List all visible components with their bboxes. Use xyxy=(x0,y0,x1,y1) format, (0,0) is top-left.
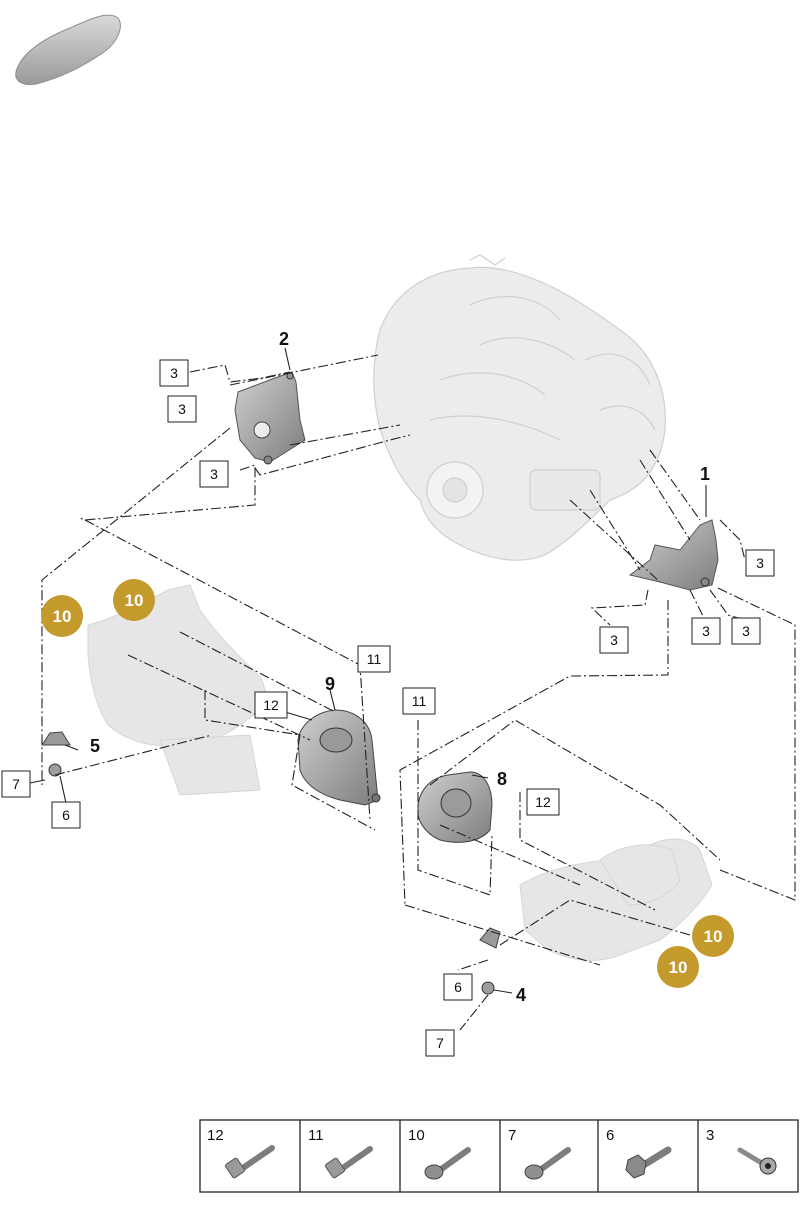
leader-lines xyxy=(29,347,796,1031)
legend-cell-10: 10 xyxy=(408,1127,471,1180)
svg-text:3: 3 xyxy=(706,1127,714,1144)
engine-bracket-left xyxy=(234,371,306,465)
box-3-f: 3 xyxy=(691,617,721,645)
engine-ghost xyxy=(373,254,666,561)
svg-text:3: 3 xyxy=(170,365,178,381)
svg-text:6: 6 xyxy=(62,807,70,823)
box-11-b: 11 xyxy=(402,687,436,715)
svg-text:7: 7 xyxy=(436,1035,444,1051)
sensor-left xyxy=(41,731,71,777)
svg-text:3: 3 xyxy=(742,623,750,639)
svg-text:6: 6 xyxy=(454,979,462,995)
callout-2: 2 xyxy=(279,329,289,349)
box-12-b: 12 xyxy=(526,788,560,816)
svg-text:11: 11 xyxy=(412,693,427,709)
svg-text:12: 12 xyxy=(207,1127,224,1144)
legend-cell-6: 6 xyxy=(606,1127,672,1179)
box-7-b: 7 xyxy=(425,1029,455,1057)
engine-mount-right xyxy=(417,771,493,843)
box-11-a: 11 xyxy=(357,645,391,673)
engine-mount-left xyxy=(297,709,381,806)
circle-10-a: 10 xyxy=(41,595,83,637)
circled-callouts: 10 10 10 10 xyxy=(41,579,734,988)
sensor-right xyxy=(479,927,501,995)
svg-text:10: 10 xyxy=(704,927,723,946)
left-subframe-ghost xyxy=(87,584,269,796)
circle-10-b: 10 xyxy=(113,579,155,621)
box-6-a: 6 xyxy=(51,801,81,829)
callout-1: 1 xyxy=(700,464,710,484)
right-subframe-ghost xyxy=(519,838,713,961)
bolt-hex-icon xyxy=(625,1146,672,1179)
box-3-e: 3 xyxy=(599,626,629,654)
svg-text:10: 10 xyxy=(408,1127,425,1144)
svg-text:11: 11 xyxy=(308,1127,324,1144)
box-3-b: 3 xyxy=(167,395,197,423)
svg-text:3: 3 xyxy=(178,401,186,417)
svg-text:3: 3 xyxy=(610,632,618,648)
legend-cell-3: 3 xyxy=(706,1127,777,1175)
box-6-b: 6 xyxy=(443,973,473,1001)
fastener-legend: 12 11 10 7 xyxy=(199,1119,799,1193)
circle-10-d: 10 xyxy=(657,946,699,988)
callout-5: 5 xyxy=(90,736,100,756)
svg-text:11: 11 xyxy=(367,651,382,667)
box-3-c: 3 xyxy=(199,460,229,488)
svg-text:3: 3 xyxy=(756,555,764,571)
svg-text:12: 12 xyxy=(263,697,279,713)
box-3-a: 3 xyxy=(159,359,189,387)
callout-4: 4 xyxy=(516,985,526,1005)
box-3-d: 3 xyxy=(745,549,775,577)
svg-text:7: 7 xyxy=(12,776,20,792)
legend-cell-12: 12 xyxy=(207,1127,275,1179)
boxed-callouts: 3 3 3 3 3 3 3 11 11 12 12 7 7 6 6 xyxy=(1,359,775,1057)
engine-bracket-right xyxy=(628,519,719,591)
bolt-flange-icon xyxy=(524,1147,571,1180)
bolt-washer-icon xyxy=(737,1147,777,1175)
svg-text:3: 3 xyxy=(210,466,218,482)
svg-text:6: 6 xyxy=(606,1127,614,1144)
callout-8: 8 xyxy=(497,769,507,789)
svg-text:10: 10 xyxy=(669,958,688,977)
box-12-a: 12 xyxy=(254,691,288,719)
bolt-torx-icon xyxy=(324,1146,373,1179)
svg-text:12: 12 xyxy=(535,794,551,810)
box-7-a: 7 xyxy=(1,770,31,798)
bold-callouts: 1 2 4 5 8 9 xyxy=(90,329,710,1005)
svg-text:10: 10 xyxy=(125,591,144,610)
circle-10-c: 10 xyxy=(692,915,734,957)
bolt-long-icon xyxy=(224,1145,275,1179)
svg-text:3: 3 xyxy=(702,623,710,639)
legend-cell-7: 7 xyxy=(508,1127,571,1180)
box-3-g: 3 xyxy=(731,617,761,645)
car-silhouette-icon xyxy=(15,14,121,85)
callout-9: 9 xyxy=(325,674,335,694)
svg-text:7: 7 xyxy=(508,1127,516,1144)
bolt-flange-icon xyxy=(424,1147,471,1180)
legend-cell-11: 11 xyxy=(308,1127,373,1179)
svg-text:10: 10 xyxy=(53,607,72,626)
